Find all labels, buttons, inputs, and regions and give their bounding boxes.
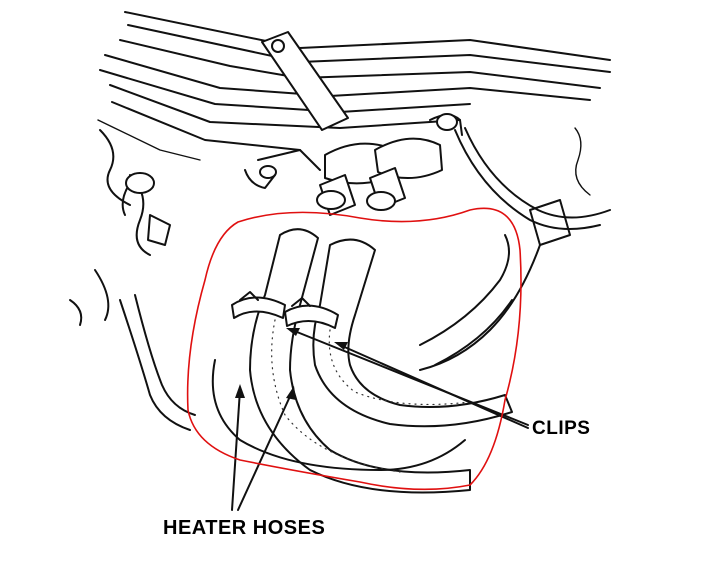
left-harness [69,129,196,431]
highlight-circle [186,207,522,491]
right-hardware [419,113,611,371]
heater-hoses-leader-lines [231,384,296,511]
hose-clip-left [231,291,286,319]
clips-leader-lines [286,328,529,429]
heater-hoses-label: HEATER HOSES [163,517,326,539]
mounting-bracket [261,31,349,131]
heater-core-fittings [244,137,443,216]
frame-rails [97,11,611,161]
hose-clip-right [284,297,339,329]
heater-hose-right [312,238,513,428]
return-hose [211,234,513,471]
clips-label: CLIPS [532,418,591,439]
